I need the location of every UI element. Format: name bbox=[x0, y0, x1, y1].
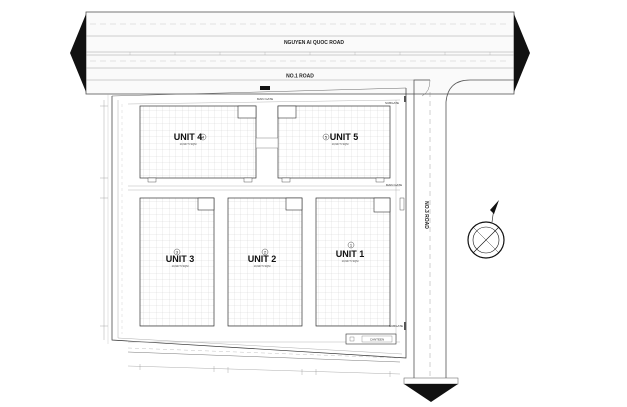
unit-3-label-group: 3 UNIT 3 10,947.5 SQM bbox=[166, 248, 195, 268]
dimension-line-left bbox=[100, 100, 108, 340]
main-gate-right-label: MAIN GATE bbox=[386, 183, 402, 187]
unit-4-label: UNIT 4 bbox=[174, 132, 203, 142]
unit-3-area: 10,947.5 SQM bbox=[172, 264, 189, 268]
unit-4-area: 10,947.5 SQM bbox=[180, 142, 197, 146]
unit-1-label: UNIT 1 bbox=[336, 249, 365, 259]
unit-1-label-group: 1 UNIT 1 10,947.5 SQM bbox=[336, 241, 365, 263]
no3-road-label: NO.3 ROAD bbox=[423, 201, 429, 229]
unit-2-number: 2 bbox=[264, 250, 267, 255]
road-end-bottom bbox=[404, 384, 458, 402]
dimension-line-bottom bbox=[127, 364, 401, 377]
no3-road bbox=[403, 79, 514, 385]
subgate-top-label: SUBGATE bbox=[385, 101, 399, 105]
unit-3-number: 3 bbox=[176, 250, 179, 255]
north-arrow-icon bbox=[467, 200, 505, 259]
road-end-right bbox=[514, 14, 530, 92]
gate-post-2 bbox=[404, 322, 406, 330]
unit-2-label: UNIT 2 bbox=[248, 254, 277, 264]
subgate-bottom-label: SUBGATE bbox=[389, 324, 403, 328]
no1-road-label: NO.1 ROAD bbox=[286, 74, 314, 80]
unit-4-building bbox=[139, 105, 257, 183]
road-end-left bbox=[70, 14, 86, 92]
site-boundary bbox=[107, 87, 407, 363]
unit-1-building bbox=[315, 197, 391, 327]
guard-house-top bbox=[260, 86, 270, 90]
unit-2-building bbox=[227, 197, 303, 327]
unit-2-label-group: 2 UNIT 2 10,947.5 SQM bbox=[248, 248, 277, 268]
main-gate-top-label: MAIN GATE bbox=[257, 97, 273, 101]
unit-3-label: UNIT 3 bbox=[166, 254, 195, 264]
unit-5-building bbox=[277, 105, 391, 183]
canteen: CANTEEN bbox=[345, 333, 397, 345]
unit-4-label-group: UNIT 4 4 10,947.5 SQM bbox=[174, 132, 207, 146]
unit-1-number: 1 bbox=[350, 243, 353, 248]
unit-4-number: 4 bbox=[202, 135, 205, 140]
main-road bbox=[85, 11, 515, 95]
unit-5-area: 10,947.5 SQM bbox=[332, 142, 349, 146]
guard-house-right bbox=[399, 197, 405, 211]
gate-post-1 bbox=[404, 96, 406, 102]
unit-1-area: 10,947.5 SQM bbox=[342, 259, 359, 263]
internal-road bbox=[127, 99, 401, 343]
unit-5-label: UNIT 5 bbox=[330, 132, 359, 142]
unit-5-number: 5 bbox=[325, 135, 328, 140]
canteen-label: CANTEEN bbox=[370, 338, 384, 342]
unit-5-label-group: 5 UNIT 5 10,947.5 SQM bbox=[322, 132, 359, 146]
main-road-label: NGUYEN AI QUOC ROAD bbox=[284, 40, 344, 46]
link-4-5 bbox=[255, 137, 279, 149]
unit-2-area: 10,947.5 SQM bbox=[254, 264, 271, 268]
unit-3-building bbox=[139, 197, 215, 327]
